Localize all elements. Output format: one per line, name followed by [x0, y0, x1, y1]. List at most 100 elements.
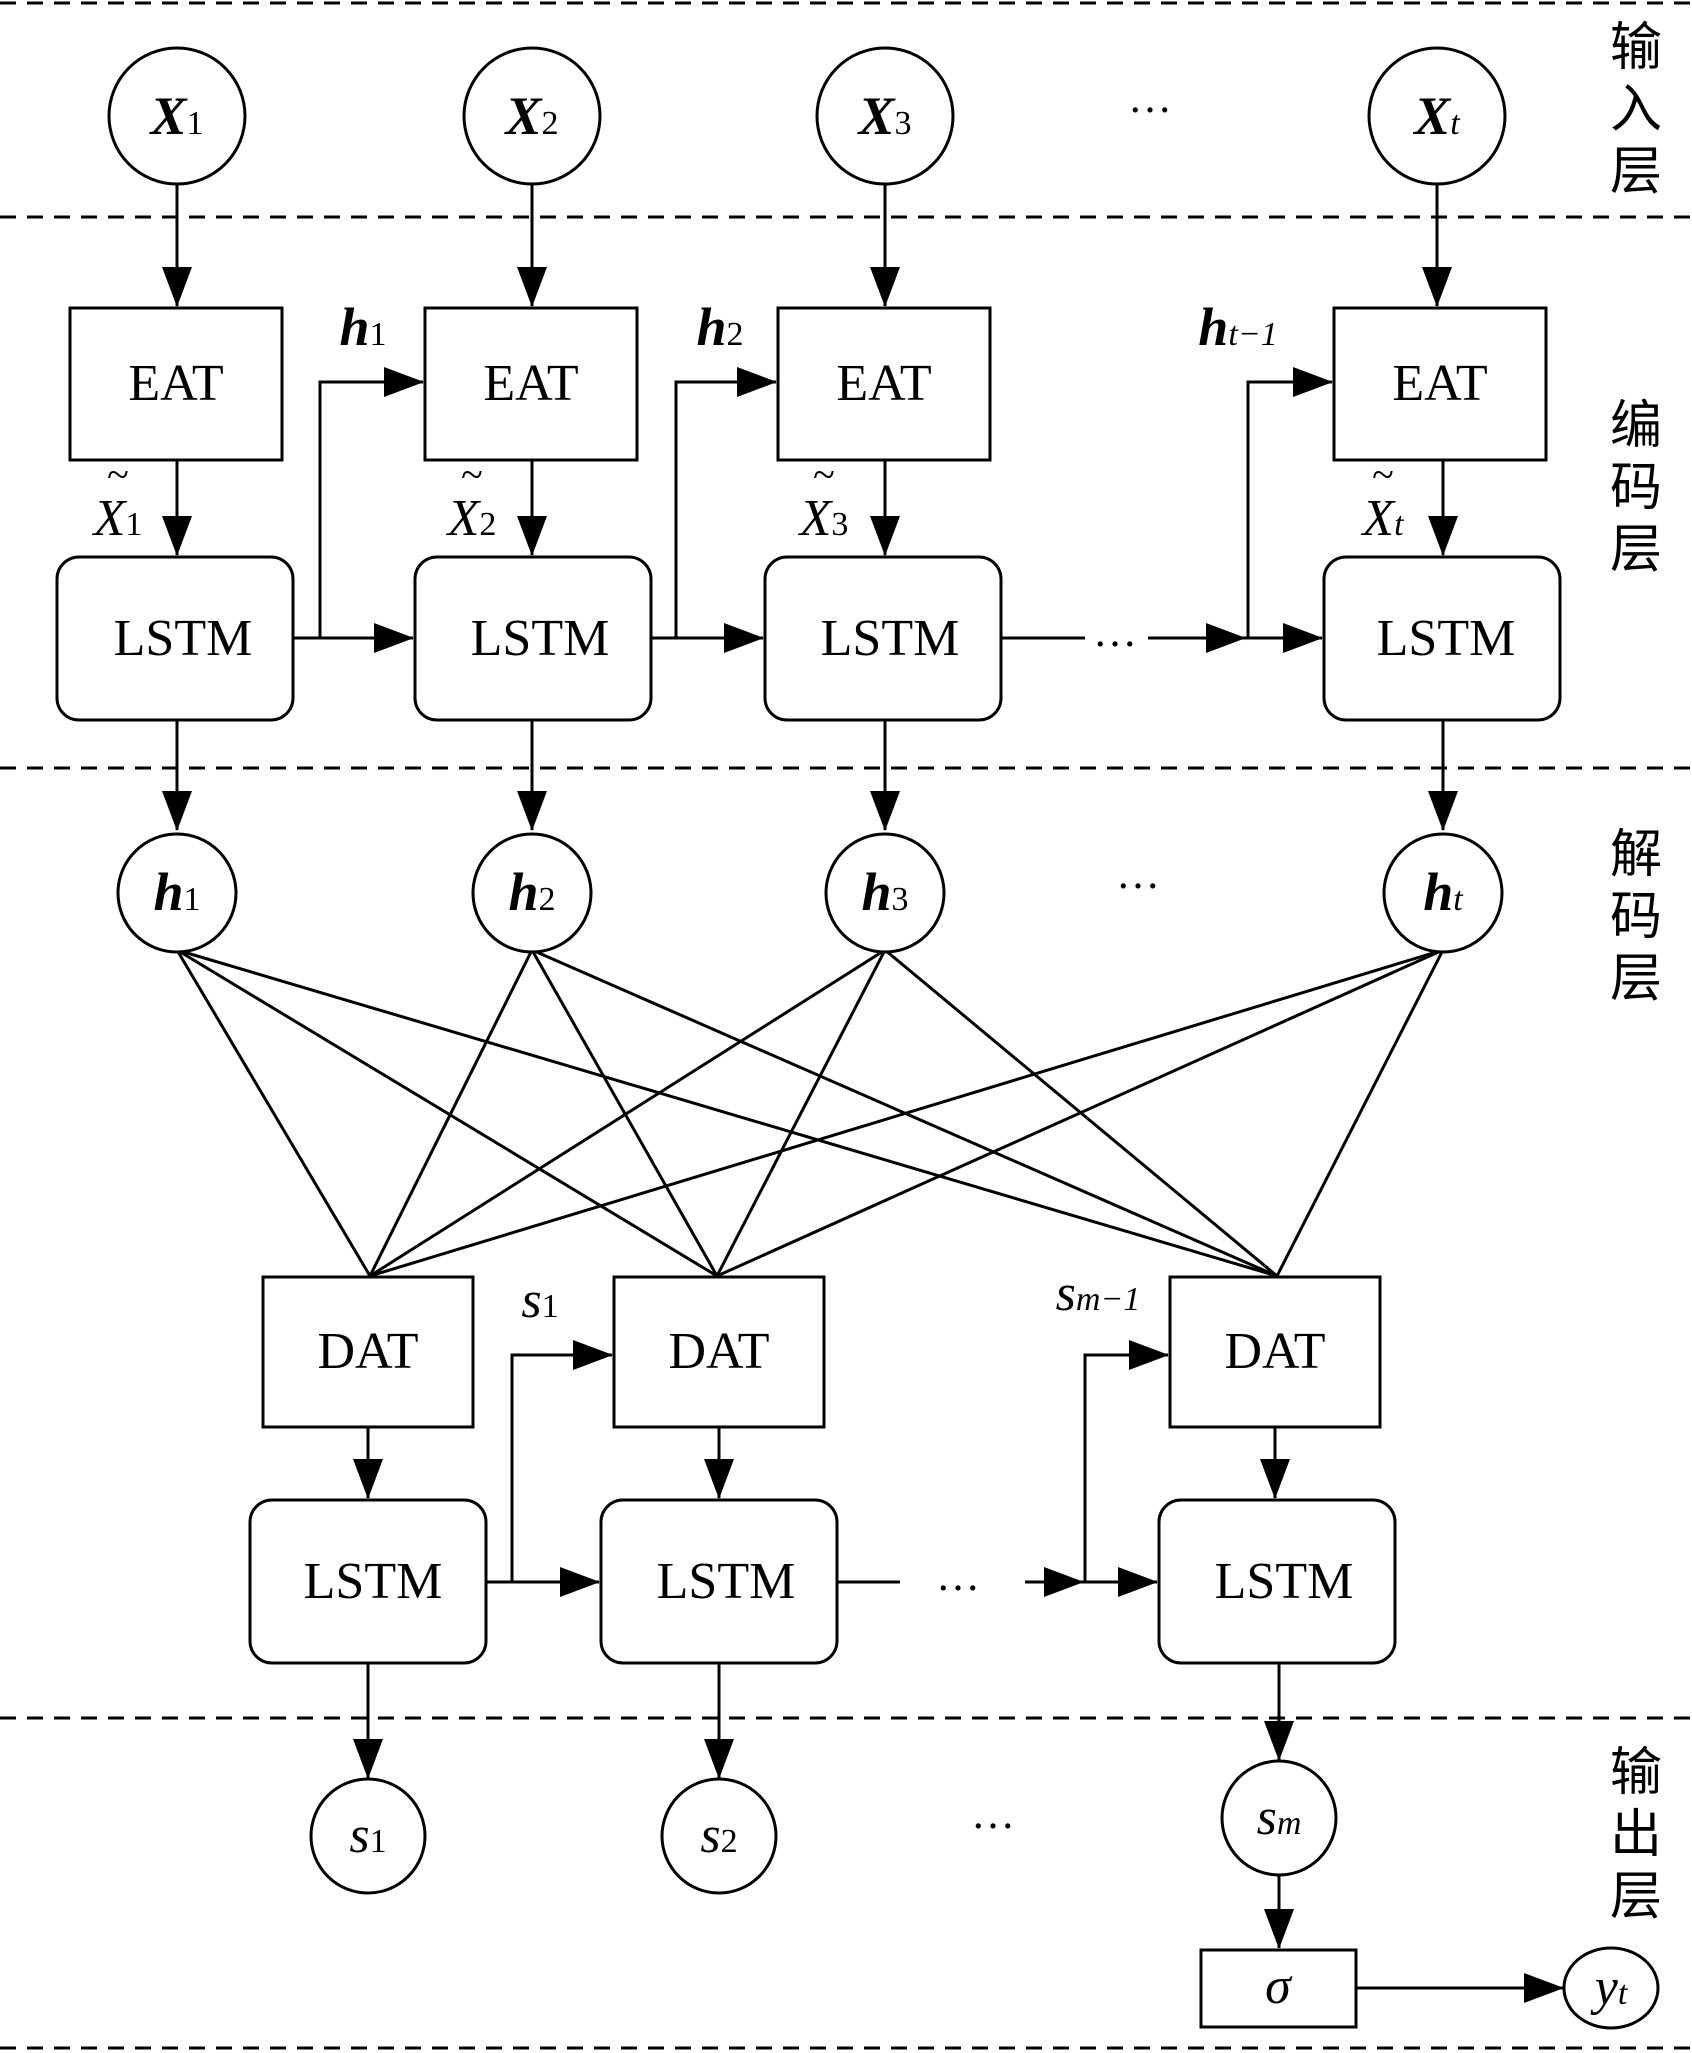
svg-text:~: ~	[1372, 452, 1394, 497]
feedback-label-sm1: sm−1	[1056, 1265, 1141, 1322]
hidden-node-h1: h1	[116, 832, 238, 954]
feedback-h1-to-eat2	[318, 367, 424, 638]
decoder-lstm-2: LSTM	[599, 1498, 839, 1665]
decoder-lstm-m: LSTM	[1157, 1498, 1397, 1665]
svg-text:LSTM: LSTM	[304, 1553, 443, 1610]
svg-text:X1: X1	[148, 86, 203, 146]
svg-text:EAT: EAT	[836, 355, 931, 412]
feedback-sm1-to-datm	[1083, 1340, 1169, 1582]
svg-text:yt: yt	[1590, 1959, 1629, 2016]
svg-text:LSTM: LSTM	[471, 610, 610, 667]
hidden-node-h3: h3	[824, 832, 946, 954]
feedback-label-h2: h2	[696, 297, 743, 357]
input-node-x1: X1	[107, 46, 247, 186]
attention-connections	[175, 948, 1445, 1278]
hidden-node-ht: ht	[1382, 832, 1504, 954]
svg-text:LSTM: LSTM	[1377, 610, 1516, 667]
decoder-chain-ellipsis: …	[936, 1551, 980, 1600]
svg-text:码: 码	[1610, 887, 1662, 947]
input-node-x3: X3	[815, 46, 955, 186]
svg-text:X1: X1	[92, 490, 143, 547]
attended-input-xt: ~ Xt	[1360, 452, 1405, 547]
svg-text:EAT: EAT	[128, 355, 223, 412]
eat-box-2: EAT	[423, 306, 639, 462]
svg-text:层: 层	[1610, 1867, 1662, 1927]
svg-text:解: 解	[1610, 825, 1662, 885]
svg-text:编: 编	[1610, 396, 1662, 456]
svg-text:EAT: EAT	[1392, 355, 1487, 412]
svg-text:层: 层	[1610, 142, 1662, 202]
svg-text:DAT: DAT	[1224, 1323, 1325, 1380]
feedback-ht1-to-eatt	[1246, 367, 1333, 638]
svg-text:Xt: Xt	[1360, 490, 1405, 547]
svg-text:出: 出	[1610, 1805, 1662, 1865]
attended-input-x3: ~ X3	[798, 452, 849, 547]
svg-text:层: 层	[1610, 949, 1662, 1009]
feedback-label-h1: h1	[339, 297, 386, 357]
svg-text:X3: X3	[856, 86, 911, 146]
sigma-box: σ	[1199, 1948, 1358, 2029]
attended-input-x1: ~ X1	[92, 452, 143, 547]
svg-text:X2: X2	[503, 86, 558, 146]
svg-text:σ: σ	[1265, 1958, 1293, 2015]
dat-box-2: DAT	[612, 1275, 826, 1429]
svg-text:LSTM: LSTM	[821, 610, 960, 667]
input-node-x2: X2	[462, 46, 602, 186]
svg-text:ht: ht	[1423, 862, 1464, 922]
encoder-chain-ellipsis: …	[1093, 607, 1137, 656]
svg-text:Xt: Xt	[1412, 86, 1461, 146]
encoder-lstm-t: LSTM	[1322, 555, 1562, 722]
eat-box-1: EAT	[68, 306, 284, 462]
attended-input-x2: ~ X2	[446, 452, 497, 547]
svg-text:h1: h1	[153, 862, 200, 922]
svg-text:sm: sm	[1257, 1789, 1302, 1846]
svg-text:s1: s1	[349, 1807, 386, 1864]
svg-text:输: 输	[1610, 18, 1662, 78]
svg-text:DAT: DAT	[668, 1323, 769, 1380]
svg-text:输: 输	[1610, 1743, 1662, 1803]
output-node-s2: s2	[660, 1777, 778, 1895]
svg-text:h2: h2	[696, 297, 743, 357]
svg-text:ht−1: ht−1	[1198, 297, 1277, 357]
svg-text:~: ~	[107, 452, 129, 497]
hidden-node-h2: h2	[471, 832, 593, 954]
encoder-lstm-1: LSTM	[55, 555, 295, 722]
encoder-lstm-3: LSTM	[763, 555, 1003, 722]
feedback-label-s1: s1	[521, 1272, 558, 1329]
eat-box-3: EAT	[776, 306, 992, 462]
svg-text:h3: h3	[861, 862, 908, 922]
svg-text:h1: h1	[339, 297, 386, 357]
output-ellipsis: …	[971, 1789, 1015, 1838]
decoder-lstm-1: LSTM	[248, 1498, 488, 1665]
svg-text:X2: X2	[446, 490, 497, 547]
svg-text:~: ~	[461, 452, 483, 497]
layer-label-output: 输 出 层	[1610, 1743, 1662, 1927]
feedback-s1-to-dat2	[510, 1340, 613, 1582]
final-output-node-yt: yt	[1562, 1946, 1660, 2030]
encoder-lstm-2: LSTM	[413, 555, 653, 722]
feedback-label-ht1: ht−1	[1198, 297, 1277, 357]
svg-text:码: 码	[1610, 458, 1662, 518]
svg-text:h2: h2	[508, 862, 555, 922]
layer-label-decoder: 解 码 层	[1610, 825, 1662, 1009]
hidden-ellipsis: …	[1116, 849, 1160, 898]
svg-text:入: 入	[1610, 80, 1662, 140]
output-node-sm: sm	[1220, 1759, 1338, 1877]
svg-text:LSTM: LSTM	[114, 610, 253, 667]
feedback-h2-to-eat3	[674, 367, 777, 638]
svg-text:s1: s1	[521, 1272, 558, 1329]
svg-text:~: ~	[813, 452, 835, 497]
dat-box-m: DAT	[1168, 1275, 1382, 1429]
dat-box-1: DAT	[261, 1275, 475, 1429]
svg-text:X3: X3	[798, 490, 849, 547]
svg-text:DAT: DAT	[317, 1323, 418, 1380]
layer-label-encoder: 编 码 层	[1610, 396, 1662, 580]
svg-text:sm−1: sm−1	[1056, 1265, 1141, 1322]
svg-text:s2: s2	[700, 1807, 737, 1864]
svg-text:LSTM: LSTM	[1215, 1553, 1354, 1610]
svg-text:LSTM: LSTM	[657, 1553, 796, 1610]
svg-text:层: 层	[1610, 520, 1662, 580]
output-node-s1: s1	[309, 1777, 427, 1895]
input-node-xt: Xt	[1367, 46, 1507, 186]
